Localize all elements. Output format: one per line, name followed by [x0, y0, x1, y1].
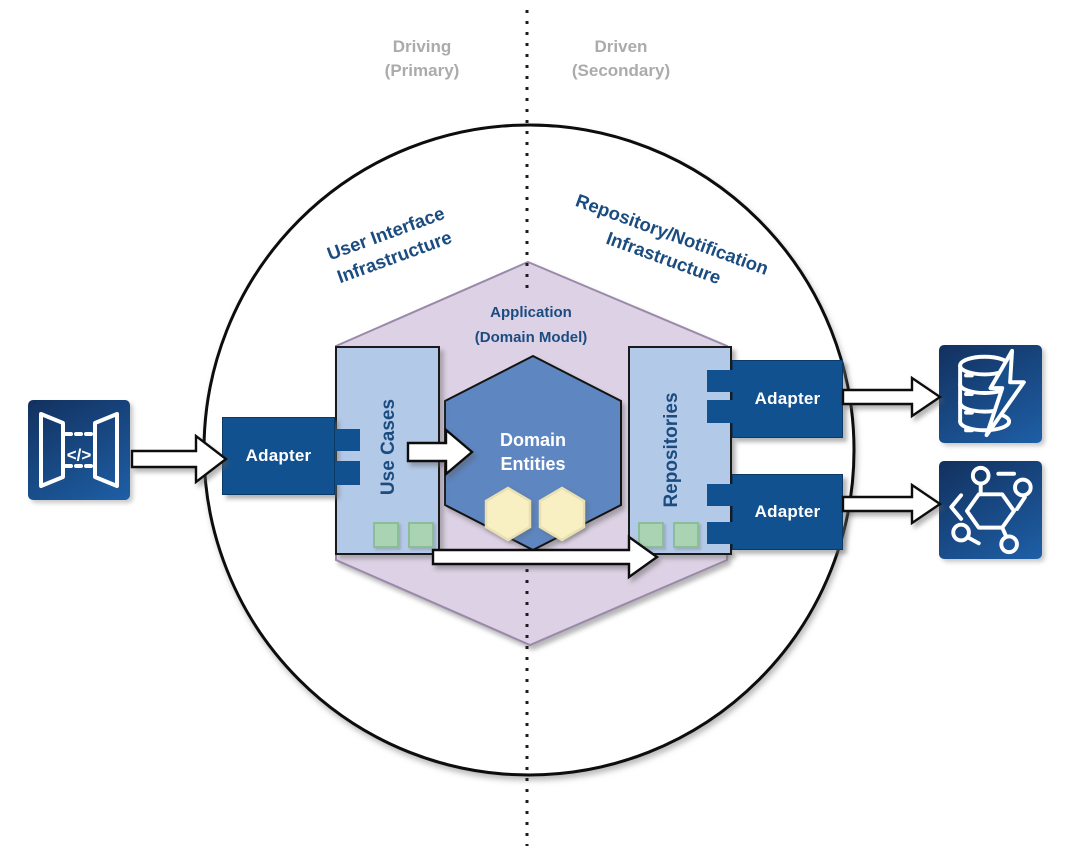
- repositories-label: Repositories: [661, 392, 682, 508]
- adapter-prong: [335, 461, 360, 485]
- entity-hexagon-2: [538, 486, 586, 542]
- db-bottom: [958, 411, 1012, 433]
- use-cases-label: Use Cases: [378, 398, 399, 496]
- driving-primary-label: Driving (Primary): [384, 37, 460, 80]
- adapter-prong: [707, 400, 733, 423]
- component-square-icon: [638, 522, 664, 548]
- domain-entities-label: Domain Entities: [499, 430, 567, 474]
- gateway-right-door: [93, 412, 119, 488]
- molecule-bond: [1015, 495, 1027, 511]
- molecule-node: [999, 534, 1019, 555]
- gateway-left-door: [39, 412, 65, 488]
- entity-hexagon-1: [484, 486, 532, 542]
- lightning-bolt: [984, 348, 1026, 438]
- right-bottom-adapter: Adapter: [732, 474, 843, 550]
- driven-secondary-label: Driven (Secondary): [571, 37, 671, 80]
- flow-arrow-adapter-to-database: [841, 375, 943, 419]
- flow-arrow-adapter-to-graph: [841, 482, 943, 526]
- graph-molecule-icon: [939, 461, 1042, 559]
- right-top-adapter: Adapter: [732, 360, 843, 438]
- adapter-label: Adapter: [754, 389, 821, 408]
- adapter-prong: [707, 484, 733, 506]
- db-ticks: [964, 373, 974, 433]
- molecule-node: [1013, 477, 1033, 498]
- component-square-icon: [408, 522, 434, 548]
- flow-arrow-client-to-adapter: [130, 433, 228, 485]
- molecule-bond: [949, 493, 964, 521]
- code-gateway-icon: </>: [28, 400, 130, 500]
- flow-arrow-usecases-to-repositories: [431, 534, 660, 580]
- code-glyph: </>: [67, 445, 92, 464]
- adapter-prong: [707, 522, 733, 544]
- molecule-bond: [966, 535, 981, 546]
- molecule-node: [970, 465, 991, 486]
- adapter-prong: [335, 429, 360, 451]
- database-lightning-icon: [939, 345, 1042, 443]
- adapter-label: Adapter: [754, 502, 821, 521]
- repository-notification-zone-label: Repository/Notification Infrastructure: [573, 189, 772, 289]
- molecule-node: [951, 522, 971, 543]
- component-square-icon: [673, 522, 699, 548]
- adapter-label: Adapter: [245, 446, 312, 465]
- molecule-bond: [1000, 525, 1009, 539]
- adapter-prong: [707, 370, 733, 392]
- molecule-hexagon: [965, 492, 1016, 530]
- component-square-icon: [373, 522, 399, 548]
- left-adapter: Adapter: [222, 417, 335, 495]
- application-domain-model-label: Application (Domain Model): [474, 304, 588, 346]
- user-interface-zone-label: User Interface Infrastructure: [324, 202, 455, 288]
